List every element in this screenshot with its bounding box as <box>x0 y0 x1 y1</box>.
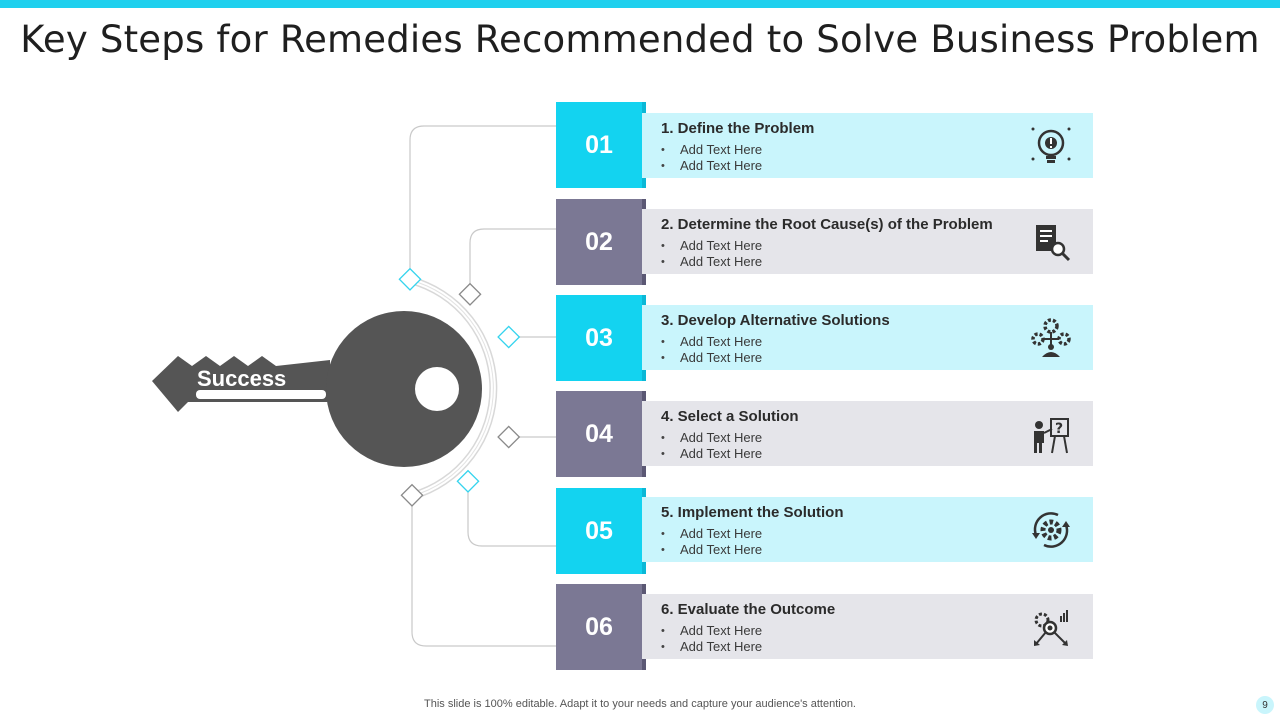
bullet-item: Add Text Here <box>661 254 762 270</box>
step-bullets: Add Text Here Add Text Here <box>661 142 762 174</box>
footer-text: This slide is 100% editable. Adapt it to… <box>424 698 856 710</box>
step-bullets: Add Text Here Add Text Here <box>661 623 762 655</box>
gear-cycle-icon <box>1032 512 1070 548</box>
step-number-badge: 03 <box>556 295 646 381</box>
bullet-item: Add Text Here <box>661 334 762 350</box>
step-panel-implement-solution: 5. Implement the Solution Add Text Here … <box>642 497 1093 562</box>
connector-diamonds <box>398 267 521 507</box>
bullet-item: Add Text Here <box>661 350 762 366</box>
svg-text:?: ? <box>1055 421 1063 437</box>
bullet-item: Add Text Here <box>661 526 762 542</box>
bullet-item: Add Text Here <box>661 142 762 158</box>
analysis-target-icon <box>1034 610 1068 646</box>
top-accent-bar <box>0 0 1280 8</box>
step-number-badge: 06 <box>556 584 646 670</box>
bullet-item: Add Text Here <box>661 158 762 174</box>
lightbulb-gear-icon <box>1031 127 1071 163</box>
step-number: 03 <box>585 323 613 352</box>
step-bullets: Add Text Here Add Text Here <box>661 526 762 558</box>
step-bullets: Add Text Here Add Text Here <box>661 430 762 462</box>
step-number: 04 <box>585 419 613 448</box>
step-title: 5. Implement the Solution <box>661 504 844 521</box>
bullet-item: Add Text Here <box>661 639 762 655</box>
step-panel-evaluate-outcome: 6. Evaluate the Outcome Add Text Here Ad… <box>642 594 1093 659</box>
step-bullets: Add Text Here Add Text Here <box>661 334 762 366</box>
step-panel-alternative-solutions: 3. Develop Alternative Solutions Add Tex… <box>642 305 1093 370</box>
step-number: 01 <box>585 130 613 159</box>
step-title: 3. Develop Alternative Solutions <box>661 312 890 329</box>
key-label: Success <box>197 366 286 391</box>
step-panel-root-cause: 2. Determine the Root Cause(s) of the Pr… <box>642 209 1093 274</box>
presenter-question-icon: ? <box>1034 418 1069 454</box>
page-number: 9 <box>1256 696 1274 714</box>
step-panel-select-solution: 4. Select a Solution Add Text Here Add T… <box>642 401 1093 466</box>
document-search-icon <box>1036 225 1071 262</box>
bullet-item: Add Text Here <box>661 446 762 462</box>
step-title: 2. Determine the Root Cause(s) of the Pr… <box>661 216 993 233</box>
step-number-badge: 02 <box>556 199 646 285</box>
step-number-badge: 04 <box>556 391 646 477</box>
bullet-item: Add Text Here <box>661 623 762 639</box>
bullet-item: Add Text Here <box>661 430 762 446</box>
step-number: 06 <box>585 612 613 641</box>
slide-title: Key Steps for Remedies Recommended to So… <box>20 18 1260 61</box>
bullet-item: Add Text Here <box>661 238 762 254</box>
step-title: 1. Define the Problem <box>661 120 815 137</box>
step-number-badge: 01 <box>556 102 646 188</box>
key-icon <box>152 311 482 467</box>
step-title: 4. Select a Solution <box>661 408 799 425</box>
step-number: 02 <box>585 227 613 256</box>
step-number: 05 <box>585 516 613 545</box>
step-number-badge: 05 <box>556 488 646 574</box>
step-title: 6. Evaluate the Outcome <box>661 601 836 618</box>
step-panel-define-problem: 1. Define the Problem Add Text Here Add … <box>642 113 1093 178</box>
bullet-item: Add Text Here <box>661 542 762 558</box>
step-bullets: Add Text Here Add Text Here <box>661 238 762 270</box>
gears-network-icon <box>1031 318 1071 357</box>
